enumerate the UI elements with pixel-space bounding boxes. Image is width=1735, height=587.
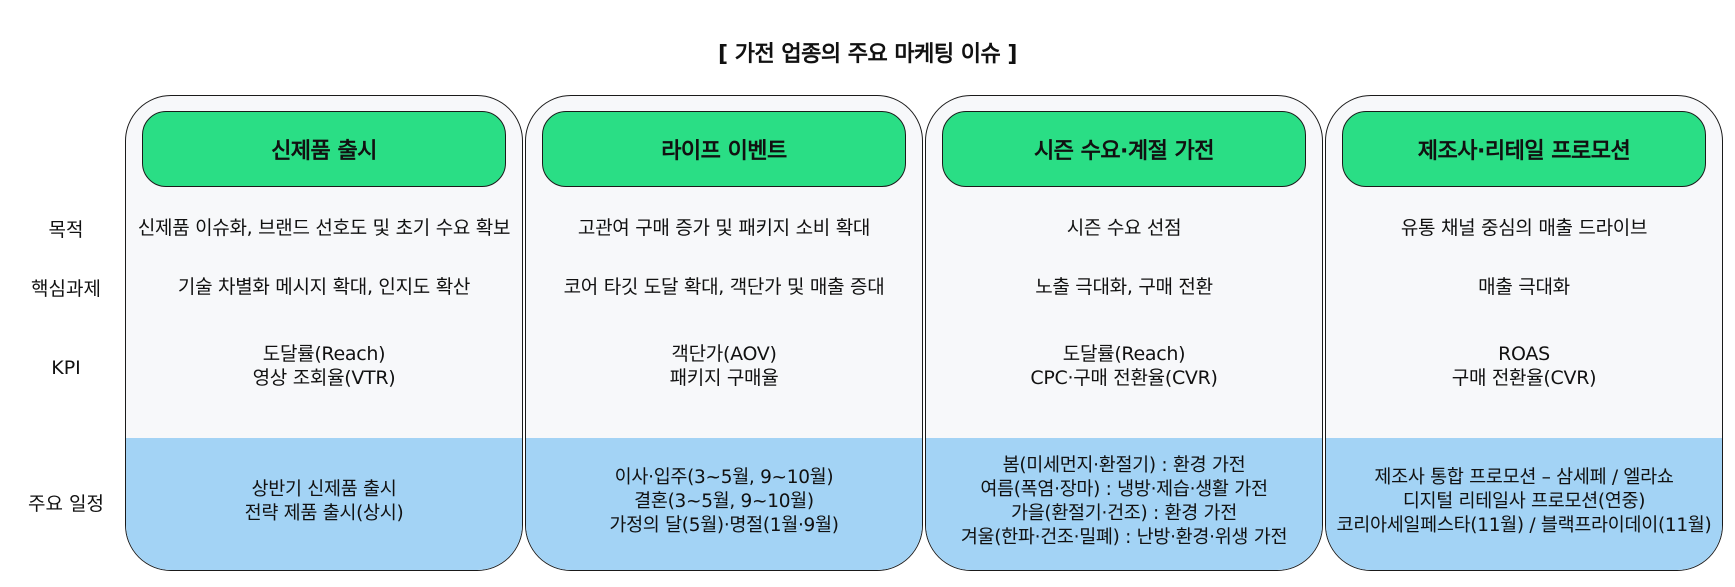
purpose-text: 유통 채널 중심의 매출 드라이브 xyxy=(1400,217,1648,239)
kpi-text: 도달률(Reach) 영상 조회율(VTR) xyxy=(130,342,518,390)
kpi-line: 도달률(Reach) xyxy=(262,343,386,365)
kpi-line: ROAS xyxy=(1498,343,1550,365)
schedule-line: 제조사 통합 프로모션 – 삼세페 / 엘라쇼 xyxy=(1374,467,1674,488)
diagram-title: [ 가전 업종의 주요 마케팅 이슈 ] xyxy=(718,42,1017,67)
schedule-line: 가을(환절기·건조) : 환경 가전 xyxy=(1010,503,1237,524)
schedule-line: 결혼(3~5월, 9~10월) xyxy=(634,491,814,512)
schedule-line: 상반기 신제품 출시 xyxy=(251,479,397,500)
core-task-text: 기술 차별화 메시지 확대, 인지도 확산 xyxy=(177,276,471,298)
kpi-text: 객단가(AOV) 패키지 구매율 xyxy=(530,342,918,390)
schedule-text: 이사·입주(3~5월, 9~10월) 결혼(3~5월, 9~10월) 가정의 달… xyxy=(530,466,918,538)
schedule-text: 봄(미세먼지·환절기) : 환경 가전 여름(폭염·장마) : 냉방·제습·생활… xyxy=(930,454,1318,550)
kpi-line: 영상 조회율(VTR) xyxy=(252,367,396,389)
kpi-line: 객단가(AOV) xyxy=(671,343,777,365)
kpi-line: CPC·구매 전환율(CVR) xyxy=(1030,367,1218,389)
row-label-schedule: 주요 일정 xyxy=(28,493,104,515)
schedule-area xyxy=(926,438,1322,570)
kpi-text: ROAS 구매 전환율(CVR) xyxy=(1330,342,1718,390)
column-new-product: 신제품 출시 신제품 이슈화, 브랜드 선호도 및 초기 수요 확보 기술 차별… xyxy=(125,95,523,571)
schedule-line: 디지털 리테일사 프로모션(연중) xyxy=(1402,491,1646,512)
row-label-purpose: 목적 xyxy=(48,219,84,241)
column-header: 시즌 수요·계절 가전 xyxy=(942,111,1306,187)
column-promotion: 제조사·리테일 프로모션 유통 채널 중심의 매출 드라이브 매출 극대화 RO… xyxy=(1325,95,1723,571)
purpose-text: 신제품 이슈화, 브랜드 선호도 및 초기 수요 확보 xyxy=(137,217,511,239)
column-seasonal: 시즌 수요·계절 가전 시즌 수요 선점 노출 극대화, 구매 전환 도달률(R… xyxy=(925,95,1323,571)
schedule-line: 이사·입주(3~5월, 9~10월) xyxy=(614,467,834,488)
kpi-line: 도달률(Reach) xyxy=(1062,343,1186,365)
kpi-text: 도달률(Reach) CPC·구매 전환율(CVR) xyxy=(930,342,1318,390)
column-life-event: 라이프 이벤트 고관여 구매 증가 및 패키지 소비 확대 코어 타깃 도달 확… xyxy=(525,95,923,571)
kpi-line: 구매 전환율(CVR) xyxy=(1451,367,1597,389)
schedule-line: 전략 제품 출시(상시) xyxy=(244,503,404,524)
schedule-area xyxy=(126,438,522,570)
schedule-text: 제조사 통합 프로모션 – 삼세페 / 엘라쇼 디지털 리테일사 프로모션(연중… xyxy=(1330,466,1718,538)
schedule-area xyxy=(1326,438,1722,570)
schedule-line: 봄(미세먼지·환절기) : 환경 가전 xyxy=(1002,455,1246,476)
schedule-line: 가정의 달(5월)·명절(1월·9월) xyxy=(609,515,839,536)
core-task-text: 매출 극대화 xyxy=(1478,276,1570,298)
schedule-line: 코리아세일페스타(11월) / 블랙프라이데이(11월) xyxy=(1336,515,1712,536)
schedule-area xyxy=(526,438,922,570)
row-label-core-task: 핵심과제 xyxy=(31,278,101,300)
schedule-line: 겨울(한파·건조·밀폐) : 난방·환경·위생 가전 xyxy=(960,527,1288,548)
core-task-text: 코어 타깃 도달 확대, 객단가 및 매출 증대 xyxy=(563,276,885,298)
purpose-text: 시즌 수요 선점 xyxy=(1066,217,1182,239)
kpi-line: 패키지 구매율 xyxy=(669,367,779,389)
column-header: 제조사·리테일 프로모션 xyxy=(1342,111,1706,187)
schedule-line: 여름(폭염·장마) : 냉방·제습·생활 가전 xyxy=(980,479,1268,500)
purpose-text: 고관여 구매 증가 및 패키지 소비 확대 xyxy=(577,217,871,239)
row-label-kpi: KPI xyxy=(51,357,81,379)
core-task-text: 노출 극대화, 구매 전환 xyxy=(1035,276,1213,298)
column-header: 신제품 출시 xyxy=(142,111,506,187)
schedule-text: 상반기 신제품 출시 전략 제품 출시(상시) xyxy=(130,478,518,526)
column-header: 라이프 이벤트 xyxy=(542,111,906,187)
